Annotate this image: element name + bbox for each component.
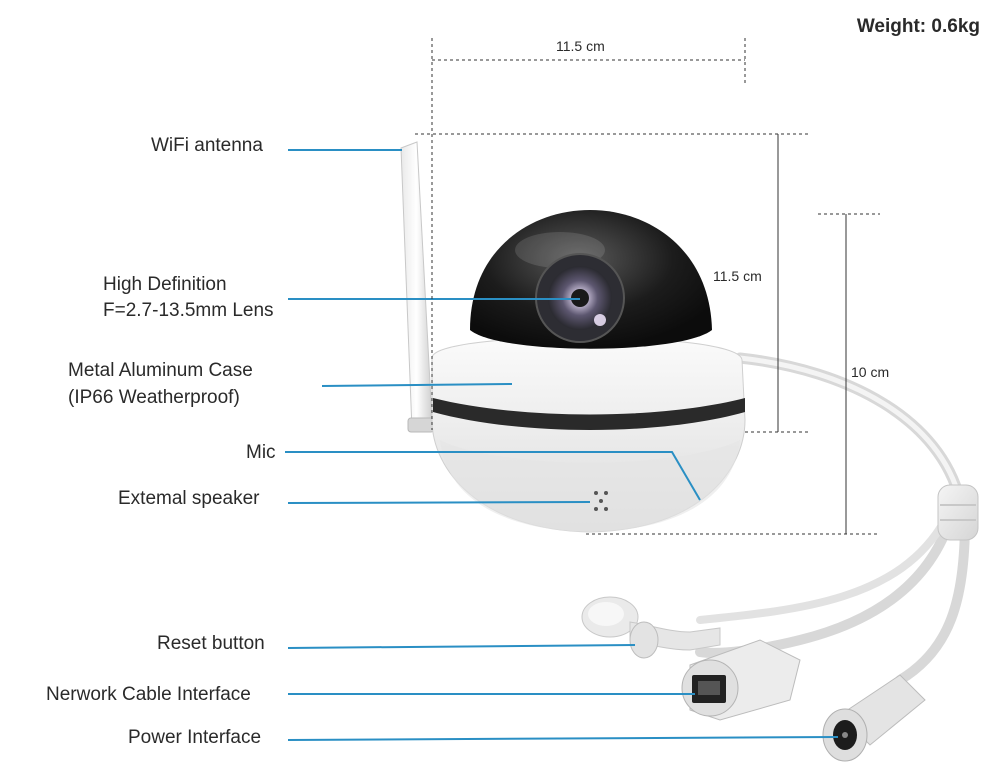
width-dimension-text: 11.5 cm (556, 38, 605, 54)
label-power: Power Interface (128, 727, 262, 748)
cable-branch-network (695, 515, 955, 658)
body-height-dimension-text: 10 cm (851, 364, 890, 380)
reset-button-cap (581, 596, 721, 659)
leader-power (287, 736, 839, 741)
camera-body (431, 336, 746, 533)
main-cable (734, 352, 966, 506)
leader-reset (287, 644, 636, 649)
leader-mic (285, 451, 701, 501)
label-case-line1: Metal Aluminum Case (68, 360, 253, 381)
cable-splitter (937, 484, 979, 541)
leader-speaker (287, 501, 591, 504)
label-lens-line2: F=2.7-13.5mm Lens (103, 300, 274, 321)
label-wifi-antenna: WiFi antenna (151, 135, 263, 156)
weight-label: Weight: 0.6kg (856, 16, 980, 37)
label-lens-line1: High Definition (103, 274, 227, 295)
label-case-line2: (IP66 Weatherproof) (68, 387, 240, 408)
leader-case (321, 383, 513, 387)
label-network: Nerwork Cable Interface (46, 684, 251, 705)
cable-branch-reset (696, 516, 949, 624)
dimension-lines (415, 38, 880, 535)
leader-lines (285, 149, 839, 741)
speaker-grille (594, 491, 608, 511)
main-cable-highlight (737, 355, 963, 503)
dome-height-dimension-text: 11.5 cm (713, 268, 762, 284)
label-reset: Reset button (157, 633, 265, 654)
label-mic: Mic (246, 442, 276, 463)
wifi-antenna (400, 141, 435, 433)
power-connector (822, 674, 926, 762)
network-connector (681, 639, 801, 721)
cable-bundle (695, 352, 970, 685)
cable-branch-power (895, 515, 970, 685)
label-speaker: Extemal speaker (118, 488, 260, 509)
